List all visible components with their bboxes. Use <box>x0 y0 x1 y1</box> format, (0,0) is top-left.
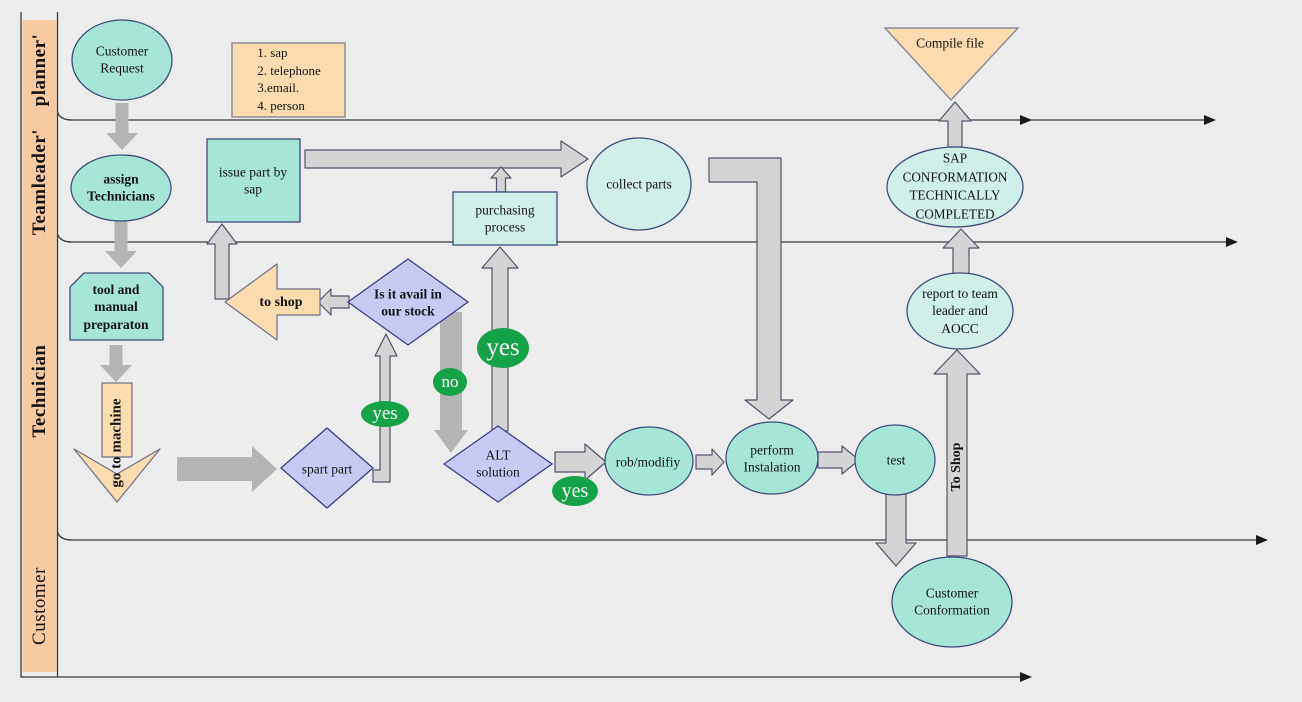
lane-bar-teamleader <box>22 122 57 242</box>
arrow-request-to-assign <box>106 103 138 150</box>
spart-part-diamond <box>280 427 374 509</box>
go-to-machine-arrow-head <box>73 448 161 503</box>
arrow-gotomachine-to-spartpart <box>177 446 277 492</box>
compile-file-triangle <box>883 27 1020 102</box>
spart-part-label: spart part <box>301 461 353 477</box>
lane-bar-customer <box>22 540 57 672</box>
avail-in-stock-label: Is it avail in our stock <box>374 286 442 319</box>
compile-file-label: Compile file <box>916 35 984 51</box>
decision-yes-alt-badge: yes <box>552 476 598 506</box>
tool-manual-preparation-shape <box>69 272 164 341</box>
perform-instalation-label: perform Instalation <box>743 442 801 475</box>
sap-conformation-ellipse <box>886 146 1024 228</box>
arrow-stock-to-toshop <box>317 288 350 316</box>
test-label: test <box>886 452 906 468</box>
report-to-team-ellipse <box>906 272 1014 350</box>
rob-modify-ellipse <box>604 426 694 496</box>
perform-instalation-ellipse <box>725 421 819 495</box>
test-ellipse <box>854 424 936 496</box>
arrow-assign-to-tool <box>105 221 137 268</box>
arrow-report-to-sapconf <box>942 228 980 275</box>
go-to-machine-label: go to machine <box>108 398 125 488</box>
frame-left-bottom-line <box>20 12 1024 678</box>
arrow-collectparts-to-perform-elbow <box>708 157 794 420</box>
lane-line1-mid-arrowhead <box>1020 115 1032 125</box>
lane-line1-end-arrowhead <box>1204 115 1216 125</box>
to-shop-vertical-label: To Shop <box>949 442 965 492</box>
lane-label-planner: planner' <box>28 33 50 107</box>
customer-request-ellipse <box>71 19 173 101</box>
customer-request-label: Customer Request <box>95 43 149 76</box>
arrow-test-to-customerconf <box>875 493 917 567</box>
arrow-tool-to-gotomachine <box>100 345 132 382</box>
bottom-line-arrowhead <box>1020 672 1032 682</box>
rob-modify-label: rob/modifiy <box>615 454 681 470</box>
to-shop-label: to shop <box>259 295 303 311</box>
lane-label-teamleader: Teamleader' <box>28 128 50 236</box>
contact-methods-label: 1. sap 2. telephone 3.email. 4. person <box>257 44 321 113</box>
avail-in-stock-diamond <box>346 258 470 346</box>
tool-manual-label: tool and manual preparaton <box>83 282 149 332</box>
customer-conformation-ellipse <box>891 556 1013 648</box>
arrow-toshop-tall-up <box>933 349 981 557</box>
to-shop-arrow-shape <box>224 263 321 341</box>
lane-line2-arrowhead <box>1226 237 1238 247</box>
arrow-rob-to-perform <box>695 448 725 476</box>
purchasing-process-box <box>452 191 558 246</box>
sap-conformation-label: SAP CONFORMATION TECHNICALLY COMPLETED <box>902 150 1008 222</box>
arrow-issuepart-to-collectparts <box>304 140 589 178</box>
decision-no-stock-badge: no <box>433 368 467 396</box>
assign-technicians-ellipse <box>70 154 172 222</box>
collect-parts-ellipse <box>586 137 692 231</box>
purchasing-process-label: purchasing process <box>475 202 535 235</box>
decision-yes-spart-badge: yes <box>361 401 409 427</box>
arrow-perform-to-test <box>817 445 860 475</box>
lane-line-teamleader-technician <box>56 233 1230 243</box>
lane-label-customer: Customer <box>28 567 50 645</box>
lane-bar-technician <box>22 242 57 540</box>
issue-part-by-sap-box <box>206 138 301 223</box>
arrow-alt-to-rob <box>554 443 607 481</box>
assign-technicians-label: assign Technicians <box>87 171 155 204</box>
customer-conformation-label: Customer Conformation <box>914 585 990 618</box>
alt-solution-label: ALT solution <box>476 447 520 480</box>
lane-line-technician-customer <box>56 531 1260 541</box>
report-to-team-label: report to team leader and AOCC <box>922 286 998 336</box>
lane-bar-planner <box>22 20 57 122</box>
collect-parts-label: collect parts <box>606 176 672 192</box>
arrow-toshop-to-issuepart <box>206 223 238 300</box>
lane-line3-arrowhead <box>1256 535 1268 545</box>
lane-line-planner-teamleader <box>56 111 1208 121</box>
arrow-sapconf-to-compile <box>938 101 972 148</box>
contact-methods-note <box>231 42 346 118</box>
lane-label-technician: Technician <box>28 344 50 438</box>
arrow-purchasing-to-issueline <box>490 166 512 193</box>
alt-solution-diamond <box>442 425 554 503</box>
decision-yes-stock-badge: yes <box>477 328 529 368</box>
go-to-machine-arrow-shaft <box>101 382 133 458</box>
issue-part-by-sap-label: issue part by sap <box>218 164 288 197</box>
